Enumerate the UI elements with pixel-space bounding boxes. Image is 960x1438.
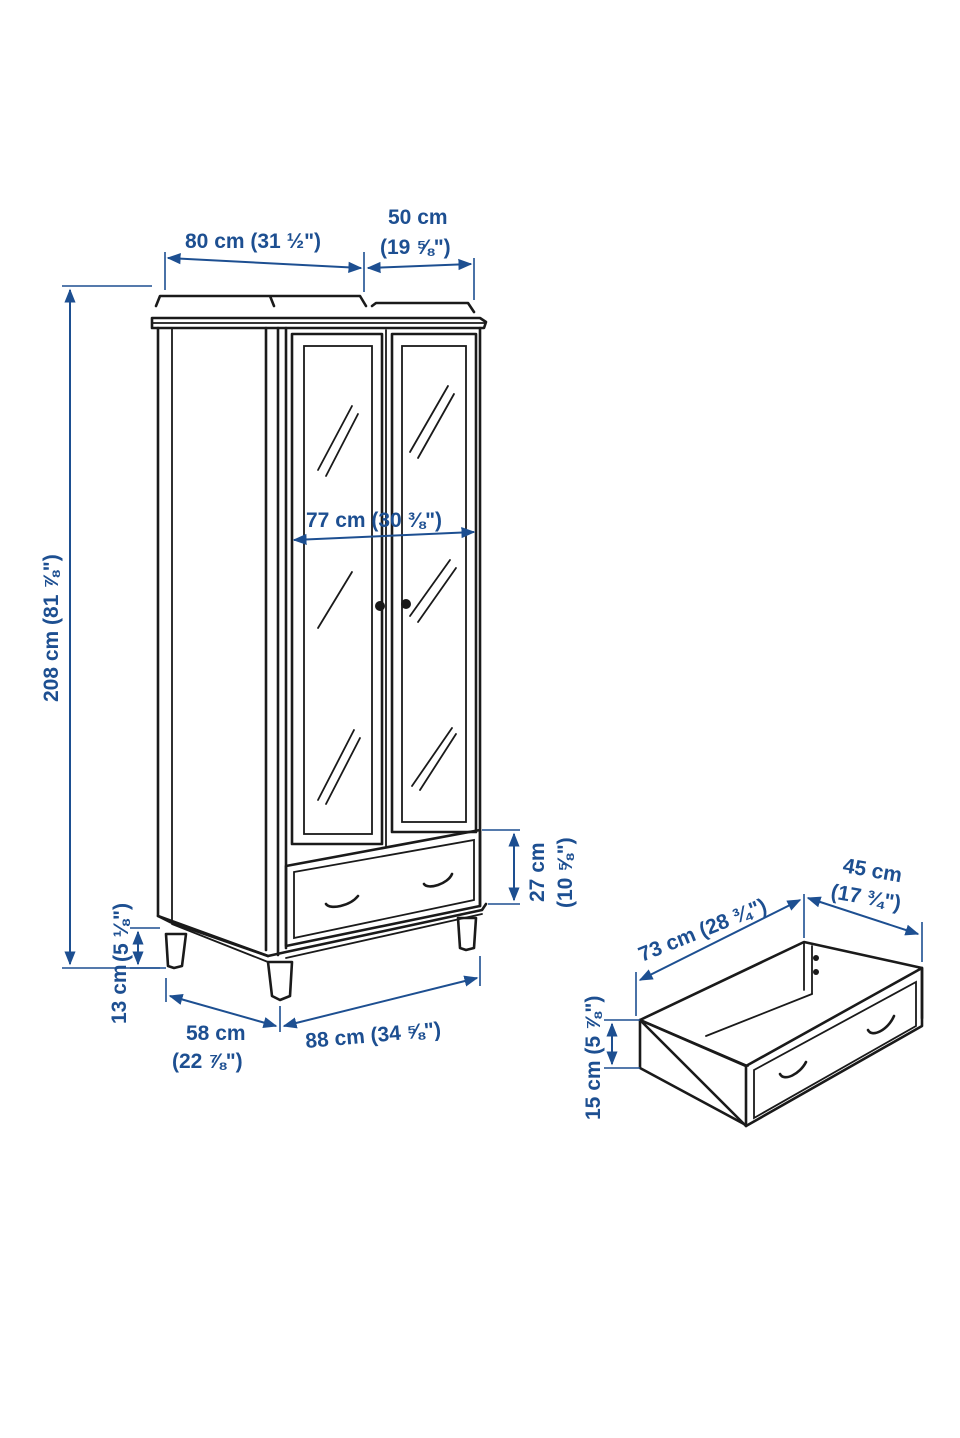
drawer-drawing [638, 940, 924, 1128]
drawer-front-height-in-label: (10 ⅝") [554, 837, 577, 908]
base-depth-in-label: (22 ⅞") [172, 1050, 243, 1073]
leg-height-in-label: (5 ⅛") [110, 903, 133, 962]
leg-height-cm-label: 13 cm [108, 964, 131, 1024]
drawer-depth-cm-label: 45 cm [841, 854, 904, 887]
drawer-front-height-cm-label: 27 cm [526, 842, 549, 902]
wardrobe-dimensions [62, 252, 520, 1032]
drawer-width-label: 73 cm (28 ¾") [635, 894, 770, 966]
wardrobe-inner-width-label: 77 cm (30 ⅜") [306, 509, 442, 532]
wardrobe-height-label: 208 cm (81 ⅞") [40, 554, 63, 702]
wardrobe-drawing [150, 294, 488, 1002]
base-width-label: 88 cm (34 ⅝") [304, 1018, 442, 1053]
wardrobe-width-label: 80 cm (31 ½") [185, 230, 321, 253]
wardrobe-depth-cm-label: 50 cm [388, 206, 448, 229]
drawer-height-label: 15 cm (5 ⅞") [582, 996, 605, 1120]
drawer-dimensions [604, 894, 923, 1069]
wardrobe-depth-in-label: (19 ⅝") [380, 236, 451, 259]
base-depth-cm-label: 58 cm [186, 1022, 246, 1045]
